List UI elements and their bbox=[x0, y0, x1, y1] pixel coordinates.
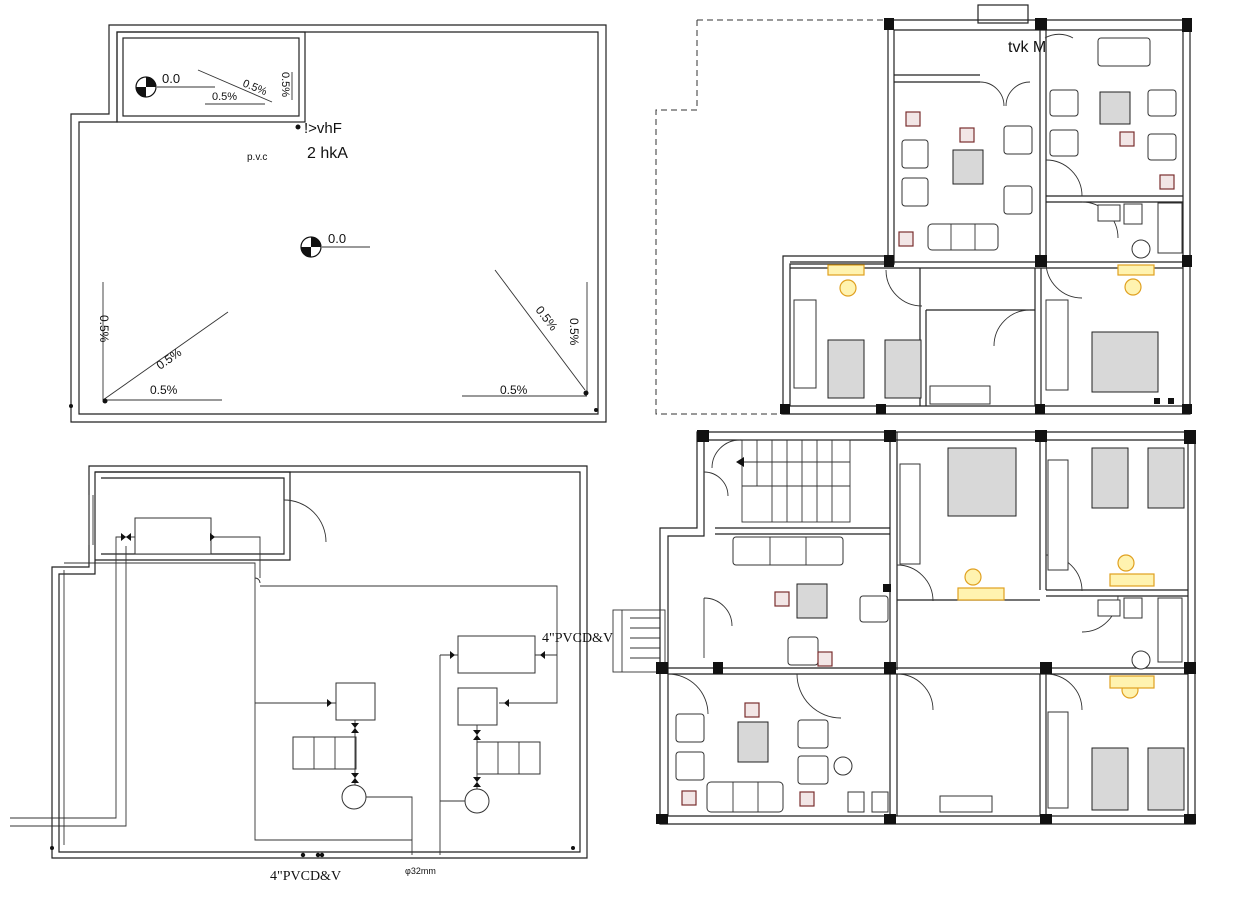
meter-bank bbox=[476, 741, 541, 775]
floor-plan-lower bbox=[612, 430, 1196, 825]
slope-line bbox=[102, 311, 229, 401]
upper-room-wall bbox=[95, 471, 291, 561]
slope-label: 0.5% bbox=[97, 315, 111, 343]
staircase bbox=[736, 439, 851, 523]
drain-outlet bbox=[594, 408, 598, 412]
slope-label: 0.5% bbox=[533, 303, 561, 333]
slope-label: 0.5% bbox=[279, 72, 291, 97]
slope-label: 0.5% bbox=[212, 91, 237, 103]
dining-room-furniture bbox=[1049, 37, 1177, 190]
level-marker-1: 0.0 bbox=[135, 71, 215, 98]
floor-plan-upper: tvk M bbox=[655, 4, 1192, 415]
plumbing-outer-wall bbox=[51, 465, 588, 859]
drain-outlet bbox=[583, 390, 589, 396]
living-room-furniture bbox=[898, 111, 1033, 251]
roof-plan: 0.0 0.0 0.5% 0.5% 0.5% !>vhF p.v.c 2 hkA… bbox=[69, 24, 607, 423]
bedroom-furniture bbox=[793, 264, 1159, 405]
slope-line bbox=[197, 69, 273, 103]
lower-bedroom-furniture bbox=[899, 447, 1185, 811]
pipe-label-bottom: 4"PVCD&V bbox=[270, 869, 341, 884]
room-label: tvk M bbox=[1008, 39, 1046, 56]
pipe bbox=[254, 592, 413, 855]
slope-label: 0.5% bbox=[567, 318, 581, 346]
pipe-label-right: 4"PVCD&V bbox=[542, 631, 613, 646]
roof-inner-wall bbox=[78, 31, 599, 415]
slope-label: 0.5% bbox=[150, 383, 178, 397]
door-swing bbox=[283, 499, 327, 543]
columns bbox=[656, 430, 1196, 824]
note-pipe: p.v.c bbox=[247, 152, 267, 163]
meter-bank bbox=[292, 736, 357, 770]
level-value-2: 0.0 bbox=[328, 231, 346, 246]
water-tank bbox=[457, 635, 536, 674]
pump-circle bbox=[464, 788, 490, 814]
pipe bbox=[10, 546, 127, 827]
pipe bbox=[10, 536, 135, 819]
level-value-1: 0.0 bbox=[162, 71, 180, 86]
slope-label: 0.5% bbox=[500, 383, 528, 397]
lower-living-furniture bbox=[675, 536, 993, 813]
drain-outlet bbox=[102, 398, 108, 404]
level-marker-2: 0.0 bbox=[300, 231, 370, 258]
note-code-1: !>vhF bbox=[304, 120, 342, 137]
upper-bath bbox=[1097, 202, 1183, 259]
slope-label: 0.5% bbox=[154, 345, 185, 372]
drain-outlet bbox=[69, 404, 73, 408]
terrace-outline bbox=[655, 19, 883, 415]
plumbing-inner-wall bbox=[58, 471, 581, 853]
pump-box bbox=[335, 682, 376, 721]
pump-box bbox=[457, 687, 498, 726]
water-tank bbox=[134, 517, 212, 555]
slope-label: 0.5% bbox=[241, 78, 269, 99]
slope-line bbox=[494, 269, 586, 391]
roof-outer-wall bbox=[70, 24, 607, 423]
columns bbox=[780, 18, 1192, 414]
drain-outlet bbox=[295, 124, 301, 130]
pipe bbox=[64, 562, 256, 592]
pump-circle bbox=[341, 784, 367, 810]
entry-steps bbox=[612, 609, 666, 673]
pipe bbox=[260, 585, 558, 704]
plumbing-plan: 4"PVCD&V 4"PVCD&V φ32mm bbox=[10, 465, 613, 884]
roof-upper-compartment-inner bbox=[122, 37, 300, 117]
note-code-2: 2 hkA bbox=[307, 145, 348, 162]
lower-bath bbox=[833, 597, 1183, 813]
pipe bbox=[211, 536, 261, 578]
roof-upper-compartment bbox=[116, 31, 306, 123]
valve-markers bbox=[50, 533, 575, 858]
pipe-size-label: φ32mm bbox=[405, 866, 436, 876]
